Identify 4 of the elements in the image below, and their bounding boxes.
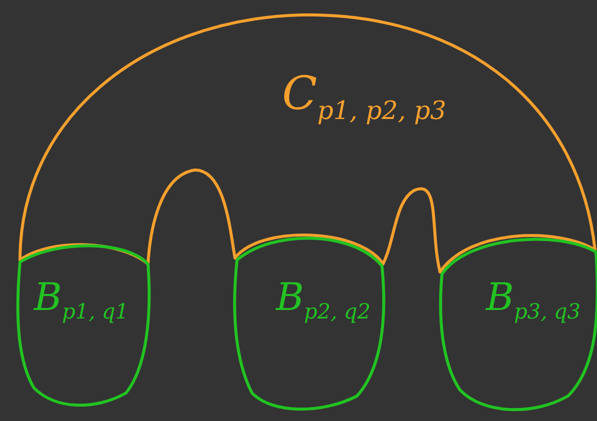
set-label: B$_{p2, q2}$: [276, 278, 371, 322]
set-label: C$_{p1, p2, p3}$: [282, 70, 446, 124]
set-label: B$_{p3, q3}$: [486, 278, 581, 322]
set-label: B$_{p1, q1}$: [34, 278, 129, 322]
